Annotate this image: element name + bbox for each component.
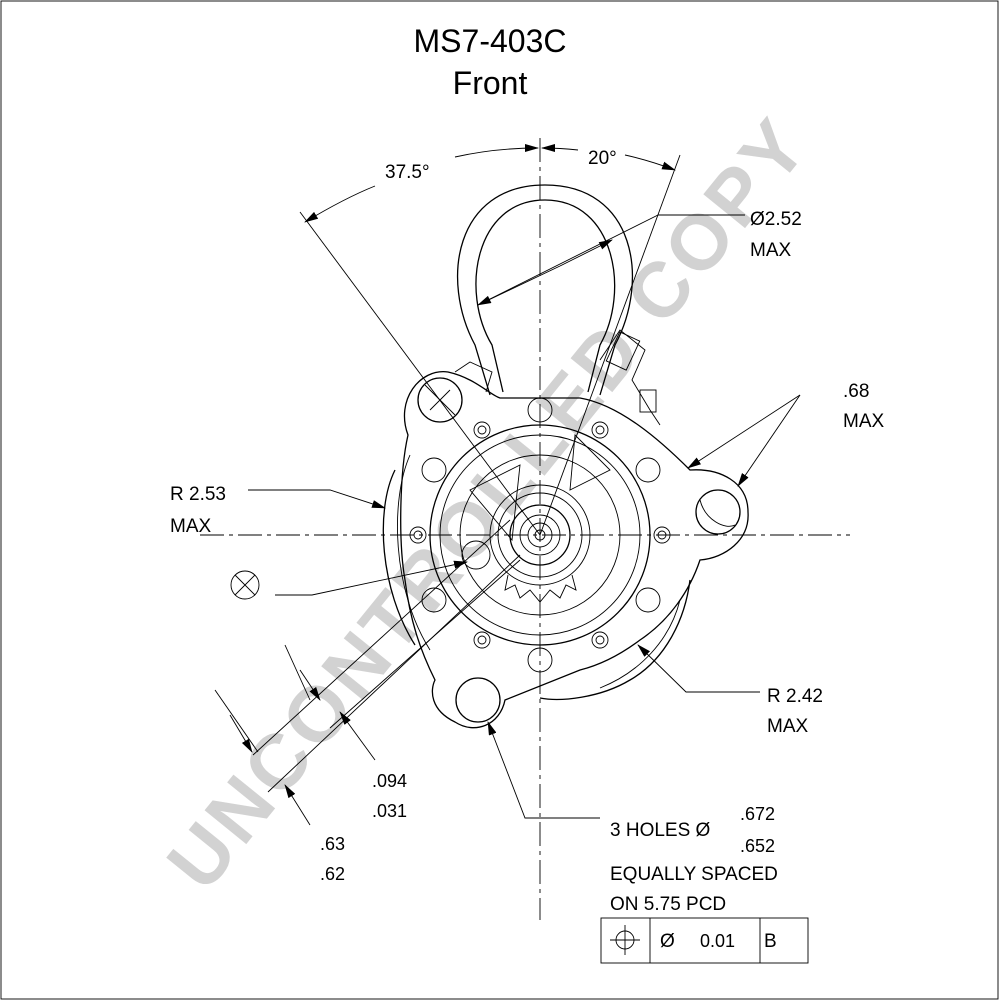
fcf-datum: B xyxy=(764,931,777,952)
mounting-hole-top xyxy=(417,377,463,423)
feature-control-frame: Ø 0.01 B xyxy=(600,917,809,964)
pinion-root xyxy=(497,492,583,578)
motor-body-left xyxy=(382,469,416,646)
body-radius-max: MAX xyxy=(767,716,809,737)
shaft-center xyxy=(534,529,546,541)
tol-b-upper: .63 xyxy=(320,834,345,854)
tol-a-lower: .031 xyxy=(372,801,407,821)
holes-lower: .652 xyxy=(740,836,775,856)
terminal-stud xyxy=(639,389,657,413)
height-value: .68 xyxy=(843,381,869,402)
angle-label-left: 37.5° xyxy=(385,162,430,183)
flange-radius-value: R 2.53 xyxy=(170,484,226,505)
shaft-nut xyxy=(527,522,553,548)
mounting-hole-top-detail xyxy=(424,384,456,416)
angle-label-right: 20° xyxy=(588,148,617,169)
angle-arc-37-5-top xyxy=(454,144,539,158)
body-radius-leader xyxy=(637,644,760,693)
drive-housing-right xyxy=(569,434,611,491)
diameter-arrow-right xyxy=(559,239,613,267)
mounting-hole-right-detail xyxy=(699,499,736,527)
pinion-outer xyxy=(489,484,591,586)
terminal-left xyxy=(454,361,493,393)
shaft-outer xyxy=(509,504,571,566)
flange-radius-leader xyxy=(248,489,386,509)
terminal-block xyxy=(605,331,641,371)
holes-note-1: EQUALLY SPACED xyxy=(610,864,778,885)
motor-body-bottom-inner xyxy=(599,599,681,689)
circle-x-icon xyxy=(230,570,260,600)
circle-x-icon-cross xyxy=(234,574,256,596)
holes-note-2: ON 5.75 PCD xyxy=(610,894,726,915)
ext-line-1 xyxy=(267,554,521,793)
solenoid-housing-outer xyxy=(457,184,633,396)
tol-b-arrow-bottom xyxy=(284,784,311,826)
watermark: UNCONTROLLED COPY xyxy=(150,100,826,905)
tol-b-lower: .62 xyxy=(320,864,345,884)
angle-line-37-5 xyxy=(299,211,541,536)
flange-radius-max: MAX xyxy=(170,516,212,537)
body-radius-value: R 2.42 xyxy=(767,686,823,707)
diameter-dim-line xyxy=(477,214,659,306)
height-leader-2 xyxy=(737,394,801,487)
solenoid-housing-inner xyxy=(475,199,616,393)
tol-a-arrow-bottom xyxy=(339,711,376,761)
diameter-max: MAX xyxy=(750,240,792,261)
angle-arc-20-right xyxy=(624,154,676,171)
motor-body-bottom xyxy=(539,579,691,701)
bolt-holes xyxy=(409,397,671,673)
shaft-collar xyxy=(519,514,561,556)
diameter-value: Ø2.52 xyxy=(750,209,802,230)
pilot-circle xyxy=(459,454,621,616)
drive-housing-left xyxy=(469,464,521,542)
motor-body-left-inner xyxy=(397,454,431,651)
angle-arc-20-left xyxy=(541,144,579,153)
diameter-arrow-left xyxy=(477,265,561,306)
height-max: MAX xyxy=(843,411,885,432)
ext-line-3 xyxy=(329,559,521,729)
holes-leader xyxy=(487,721,600,819)
mounting-hole-bottom xyxy=(455,677,501,723)
pinion-teeth xyxy=(504,574,577,603)
terminal-right xyxy=(599,329,661,426)
tol-b-arrow-top xyxy=(229,714,253,753)
holes-label: 3 HOLES Ø xyxy=(610,820,711,841)
drawing-view-label: Front xyxy=(453,65,528,101)
fcf-diameter-symbol: Ø xyxy=(660,931,675,952)
angle-arc-37-5-left xyxy=(304,185,376,223)
main-bore-outer xyxy=(429,424,651,646)
circle-x-leader xyxy=(275,560,468,596)
ext-line-5 xyxy=(284,644,311,701)
tol-a-upper: .094 xyxy=(372,771,407,791)
holes-upper: .672 xyxy=(740,804,775,824)
drawing-title: MS7-403C xyxy=(414,23,567,59)
mounting-hole-right xyxy=(695,489,741,535)
ext-line-2 xyxy=(252,519,511,756)
fcf-tolerance: 0.01 xyxy=(700,931,735,951)
mounting-flange xyxy=(400,371,749,729)
main-bore-inner xyxy=(439,434,641,636)
tol-a-arrow-top xyxy=(299,669,321,701)
height-leader-1 xyxy=(687,394,801,469)
